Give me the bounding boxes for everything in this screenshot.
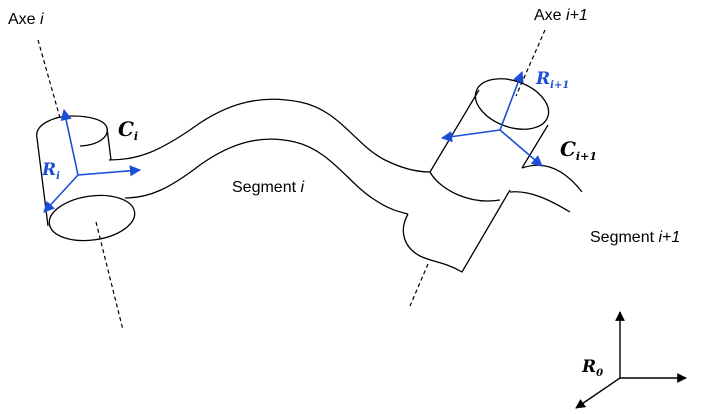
joint-i1-mid-edge: [429, 171, 501, 202]
frame-r-0: [575, 311, 687, 409]
frame-r-i1-axis-down: [499, 129, 543, 167]
segment-i1-label: Segment i+1: [590, 229, 680, 246]
frame-r-0-label: R0: [581, 357, 603, 379]
joint-i1-right-side: [521, 124, 549, 169]
segment-i1-body: [509, 164, 583, 213]
joint-i-left-side: [36, 137, 49, 227]
joint-i1-left-side: [429, 89, 480, 173]
segment-i-upper-contour: [108, 98, 431, 173]
axis-i1-upper-dashed-line: [515, 29, 546, 97]
segment-i-label: Segment i: [232, 179, 304, 196]
frame-r-i-axis-right: [77, 165, 142, 177]
segment-i1-upper-contour: [521, 164, 583, 193]
joint-i1-cylinder: [402, 78, 550, 273]
axe-i1-label: Axe i+1: [534, 7, 588, 24]
segment-i-body: [108, 98, 431, 215]
frame-r-i-axis-up: [60, 108, 79, 176]
joint-i-right-side: [106, 127, 112, 161]
contour-c-i1-label: Ci+1: [560, 137, 597, 163]
segment-i1-lower-contour: [509, 191, 571, 213]
frame-r-0-axis-down: [575, 377, 621, 409]
segment-i-lower-contour: [124, 138, 409, 215]
frame-r-i1-label: Ri+1: [535, 69, 569, 91]
frame-r-i-axis-down: [43, 174, 79, 213]
joint-i-bottom-ellipse: [48, 194, 136, 242]
frame-r-i-label: Ri: [41, 160, 60, 182]
contour-c-i-label: Ci: [118, 117, 138, 143]
frame-r-i: [43, 108, 142, 213]
frame-r-i1-axis-up: [499, 70, 524, 131]
axis-i-upper-dashed-line: [37, 39, 61, 119]
joint-i1-lower-left: [402, 189, 511, 273]
frame-r-i1: [440, 70, 543, 167]
axe-i-label: Axe i: [8, 11, 44, 28]
joint-i-top-ellipse: [36, 115, 108, 147]
frame-r-i1-axis-left: [440, 129, 501, 143]
axis-i1-lower-dashed-line: [409, 263, 429, 307]
axis-i-lower-dashed-line: [95, 221, 124, 331]
